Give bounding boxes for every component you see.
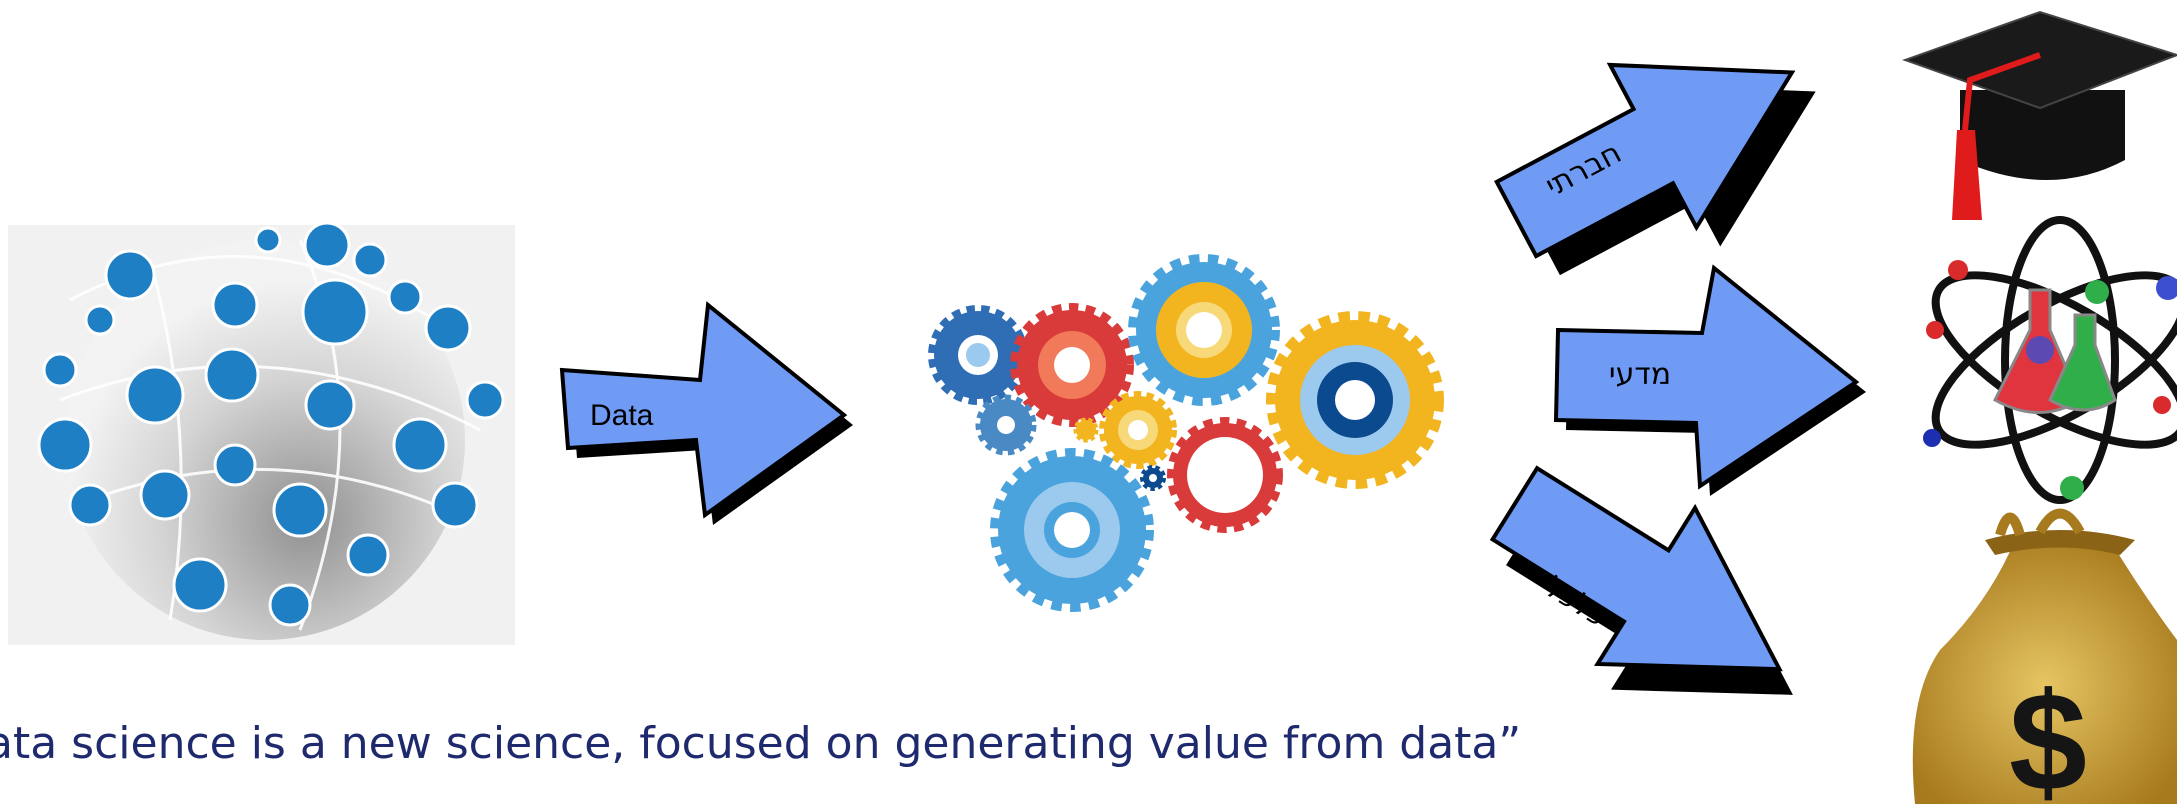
data-science-quote: ata science is a new science, focused on… [0,718,1522,769]
gear-tiny-navy [1140,465,1166,491]
money-bag-icon: $ [1912,508,2177,804]
gear-navy-small [928,305,1028,405]
network-node-icons [37,221,505,627]
gear-tiny-yellow [1073,417,1099,443]
scientific-arrow: מדעי [1553,264,1866,496]
data-arrow: Data [559,301,853,525]
scientific-arrow-label: מדעי [1609,357,1671,392]
iot-globe-image [8,221,515,645]
gear-red-ring [1167,417,1283,533]
social-arrow: חברתי [1494,62,1816,276]
gear-yellow-large [1266,311,1444,489]
gear-small-blue [975,394,1037,456]
atom-science-icon [1923,216,2177,504]
graduation-cap-icon [1902,10,2177,220]
gear-red [1010,303,1134,427]
data-arrow-label: Data [590,399,654,432]
gear-small-yellow [1099,391,1177,469]
gear-blue-large [990,448,1154,612]
economic-arrow: כלכלי [1489,465,1793,695]
dollar-sign: $ [2009,663,2087,804]
gear-yellow-top [1128,254,1280,406]
gears-image [928,254,1444,612]
